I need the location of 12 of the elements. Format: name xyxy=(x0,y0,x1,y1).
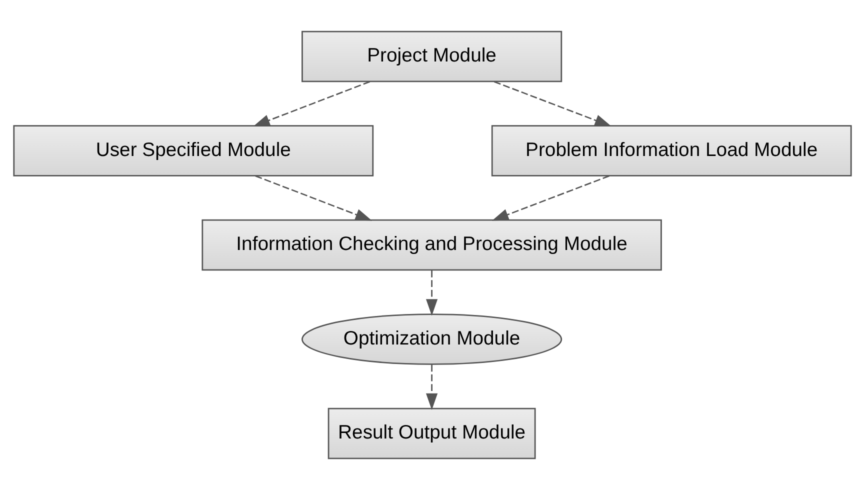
arrow xyxy=(494,80,612,126)
arrow xyxy=(426,270,438,316)
node-box: Problem Information Load Module xyxy=(491,124,852,176)
arrow xyxy=(253,80,370,126)
arrow xyxy=(492,174,610,220)
node-box: Project Module xyxy=(302,30,562,82)
arrow xyxy=(426,364,438,410)
node-box: Information Checking and Processing Module xyxy=(202,218,662,270)
node-box: Result Output Module xyxy=(328,407,536,459)
node-ellipse: Optimization Module xyxy=(302,313,562,364)
node-box: User Specified Module xyxy=(13,124,374,176)
arrow xyxy=(255,174,372,220)
